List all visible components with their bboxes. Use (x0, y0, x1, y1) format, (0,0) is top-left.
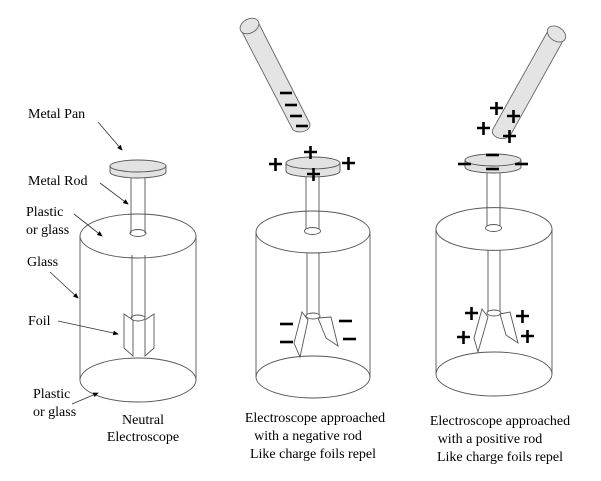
foil-negative-charges (280, 319, 356, 344)
pan-negative-charges (458, 153, 528, 171)
label-foil: Foil (28, 314, 51, 329)
label-plastic-top-line1: Plastic (26, 205, 63, 220)
base-ellipse (79, 357, 197, 403)
plus-sign (465, 307, 478, 320)
label-plastic-top-line2: or glass (26, 223, 69, 238)
label-plastic-bottom-line1: Plastic (33, 387, 70, 402)
base-ellipse (255, 355, 371, 399)
caption-neutral-line1: Neutral (122, 413, 164, 428)
plus-sign (304, 146, 317, 159)
caption-positive-line1: Electroscope approached (430, 414, 570, 429)
caption-positive-line3: Like charge foils repel (437, 450, 563, 465)
caption-negative-line2: with a negative rod (254, 429, 362, 444)
label-metal-pan: Metal Pan (28, 107, 85, 122)
positive-charged-rod (477, 25, 567, 143)
glass-jar (79, 213, 197, 403)
negative-charged-rod (239, 17, 311, 133)
metal-rod (485, 171, 502, 317)
base-ellipse (435, 351, 553, 397)
label-glass: Glass (27, 255, 58, 270)
plus-sign (457, 331, 470, 344)
foils-closed (123, 313, 155, 358)
label-metal-rod: Metal Rod (28, 174, 88, 189)
caption-negative-line3: Like charge foils repel (250, 447, 376, 462)
glass-jar (255, 210, 371, 399)
plus-sign (490, 102, 503, 115)
plus-sign (521, 330, 534, 343)
glass-jar (435, 207, 553, 397)
metal-rod (129, 176, 147, 322)
foils-spread (473, 307, 519, 354)
plus-sign (516, 310, 529, 323)
panel-neutral: Metal Pan Metal Rod Plastic or glass Gla… (26, 107, 197, 445)
foil-positive-charges (457, 307, 534, 344)
metal-pan (464, 153, 522, 174)
plus-sign (507, 110, 520, 123)
caption-neutral-line2: Electroscope (107, 430, 179, 445)
metal-pan (109, 159, 167, 179)
metal-rod (304, 173, 321, 320)
plus-sign (503, 130, 516, 143)
caption-negative-line1: Electroscope approached (245, 411, 385, 426)
plus-sign (477, 122, 490, 135)
panel-negative-rod: Electroscope approached with a negative … (239, 17, 385, 462)
label-plastic-bottom-line2: or glass (33, 405, 76, 420)
plus-sign (269, 158, 282, 171)
foils-spread (293, 310, 339, 359)
caption-positive-line2: with a positive rod (438, 432, 543, 447)
pan-positive-charges (269, 146, 355, 181)
plus-sign (307, 168, 320, 181)
panel-positive-rod: Electroscope approached with a positive … (430, 25, 570, 465)
plus-sign (342, 157, 355, 170)
